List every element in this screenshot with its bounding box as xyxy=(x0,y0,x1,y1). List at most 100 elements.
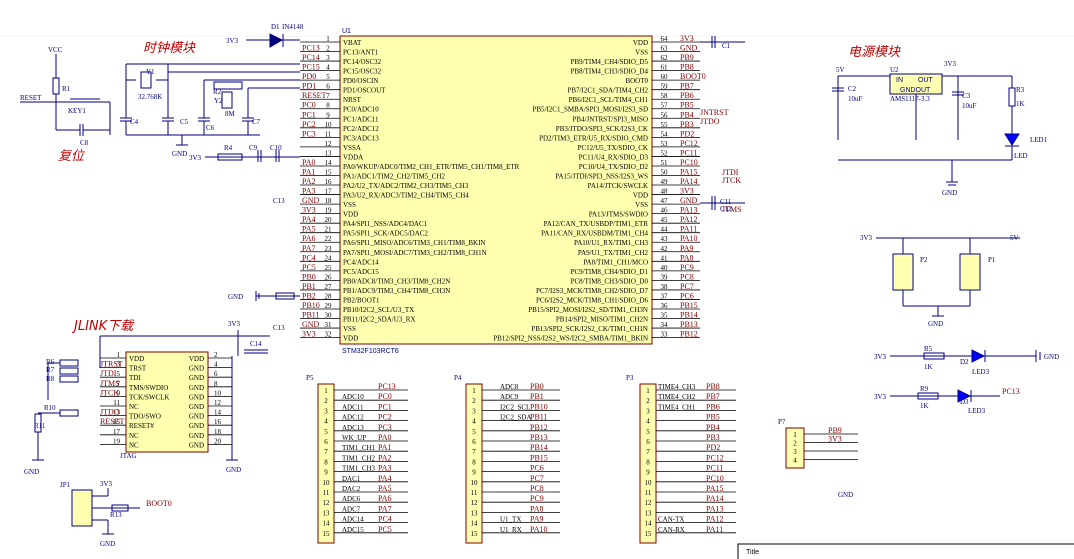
header-net-label: PC3 xyxy=(378,423,392,432)
diode-d1[interactable] xyxy=(246,33,300,48)
mcu-pin-number: 27 xyxy=(325,283,333,291)
boot-jumper-jp1[interactable] xyxy=(71,488,140,535)
mcu-pin-name: NRST xyxy=(343,96,362,104)
mcu-net-label: PB6 xyxy=(680,91,694,100)
mcu-pin-number: 31 xyxy=(325,321,333,329)
mcu-pin-number: 6 xyxy=(326,83,330,91)
jtag-pin-number: 16 xyxy=(214,418,222,426)
mcu-net-label: PB4 xyxy=(680,110,694,119)
mcu-pin-name: VBAT xyxy=(343,39,362,47)
c4-ref: C4 xyxy=(130,118,139,126)
c2-ref: C2 xyxy=(848,85,857,93)
header-pin-number: 2 xyxy=(472,397,476,405)
mcu-pin-number: 21 xyxy=(325,226,333,234)
header-net-label: PB8 xyxy=(706,382,720,391)
regulator-u2[interactable] xyxy=(832,73,1020,186)
vdda-filter xyxy=(205,150,300,162)
header-signal-label: CAN-TX xyxy=(658,516,684,524)
mcu-pin-number: 42 xyxy=(661,245,669,253)
header-pin-number: 14 xyxy=(323,520,331,528)
jtag-pin-number: 4 xyxy=(214,361,218,369)
mcu-pin-number: 49 xyxy=(661,178,669,186)
c5-ref: C5 xyxy=(180,118,189,126)
mcu-pin-number: 50 xyxy=(661,168,669,176)
mcu-pin-number: 28 xyxy=(325,292,333,300)
mcu-net-label: PB1 xyxy=(302,282,316,291)
mcu-pin-name: PC14/OSC32 xyxy=(343,58,382,66)
header-signal-label: TIM1_CH1 xyxy=(342,444,376,452)
header-signal-label: ADC10 xyxy=(342,393,364,401)
header-net-label: PC10 xyxy=(706,474,724,483)
mcu-part: STM32F103RCT6 xyxy=(342,348,399,355)
d1-ref: D1 xyxy=(271,23,280,31)
header-pin-number: 5 xyxy=(472,428,476,436)
mcu-net-label: 3V3 xyxy=(302,206,316,215)
jtdi-net: JTDI xyxy=(722,168,739,177)
header-signal-label: ADC13 xyxy=(342,424,364,432)
mcu-pin-name: PC6/I2S2_MCK/TIM8_CH1/SDIO_D6 xyxy=(536,296,649,304)
mcu-pin-name: VDD xyxy=(633,39,648,47)
mcu-net-label: PA12 xyxy=(680,215,698,224)
jtag-pin-name: TDI xyxy=(129,374,141,382)
header-pin-number: 4 xyxy=(793,457,797,465)
p1-supply: 5V xyxy=(1010,234,1019,242)
header-signal-label: TIM1_CH2 xyxy=(342,454,376,462)
header-net-label: PA11 xyxy=(706,525,723,534)
mcu-pin-name: PB8/TIM4_CH3/SDIO_D4 xyxy=(571,68,649,76)
mcu-pin-name: PA1/ADC1/TIM2_CH2/TIM5_CH2 xyxy=(343,172,446,180)
header-net-label: 3V3 xyxy=(828,435,842,444)
led-indicators xyxy=(890,349,1041,403)
header-signal-label: U1_RX xyxy=(500,526,522,534)
mcu-net-label: PA0 xyxy=(302,158,316,167)
header-net-label: PC9 xyxy=(530,494,544,503)
mcu-pin-name: PD1/OSCOUT xyxy=(343,87,386,95)
reset-circuit[interactable] xyxy=(20,54,111,136)
jtag-pin-name: NC xyxy=(129,403,139,411)
jtag-pin-number: 18 xyxy=(214,428,222,436)
power-headers[interactable] xyxy=(876,237,1020,317)
header-net-label: PA1 xyxy=(378,443,392,452)
mcu-pin-number: 8 xyxy=(326,102,330,110)
u2-out: OUT xyxy=(918,77,934,84)
mcu-pin-number: 30 xyxy=(325,312,333,320)
header-body xyxy=(785,427,805,469)
mcu-net-label: PB14 xyxy=(680,311,698,320)
header-signal-label: ADC11 xyxy=(342,403,364,411)
mcu-pin-number: 13 xyxy=(325,149,333,157)
mcu-net-label: 3V3 xyxy=(680,34,694,43)
mcu-net-label: PA5 xyxy=(302,225,316,234)
jtag-pin-name: GND xyxy=(189,403,204,411)
header-net-label: PB13 xyxy=(530,433,548,442)
jtag-pin-number: 6 xyxy=(214,370,218,378)
jtag-pin-number: 11 xyxy=(113,399,120,407)
mcu-net-label: RESET xyxy=(302,91,327,100)
mcu-net-label: 3V3 xyxy=(680,187,694,196)
header-pin-number: 9 xyxy=(324,469,328,477)
mcu-pin-number: 4 xyxy=(326,64,330,72)
r11-ref: R11 xyxy=(34,422,46,430)
led3-part: LED3 xyxy=(968,407,986,415)
mcu-pin-number: 16 xyxy=(325,178,333,186)
mcu-pin-number: 2 xyxy=(326,45,330,53)
mcu-net-label: PB10 xyxy=(302,301,320,310)
c14-ref: C14 xyxy=(250,340,262,348)
mcu-pin-number: 56 xyxy=(661,111,669,119)
header-pin-number: 11 xyxy=(471,489,478,497)
mcu-net-label: PC4 xyxy=(302,253,316,262)
header-net-label: PA13 xyxy=(706,504,724,513)
mcu-pin-name: PA4/SPI1_NSS/ADC4/DAC1 xyxy=(343,220,428,228)
led2-gnd: GND xyxy=(1044,353,1059,361)
mcu-net-label: PB15 xyxy=(680,301,698,310)
crystal-y1[interactable] xyxy=(125,63,300,118)
crystal-y2[interactable] xyxy=(203,79,300,118)
mcu-pin-number: 29 xyxy=(325,302,333,310)
power-5v: 5V xyxy=(836,66,845,74)
mcu-pin-name: VSS xyxy=(343,325,356,333)
